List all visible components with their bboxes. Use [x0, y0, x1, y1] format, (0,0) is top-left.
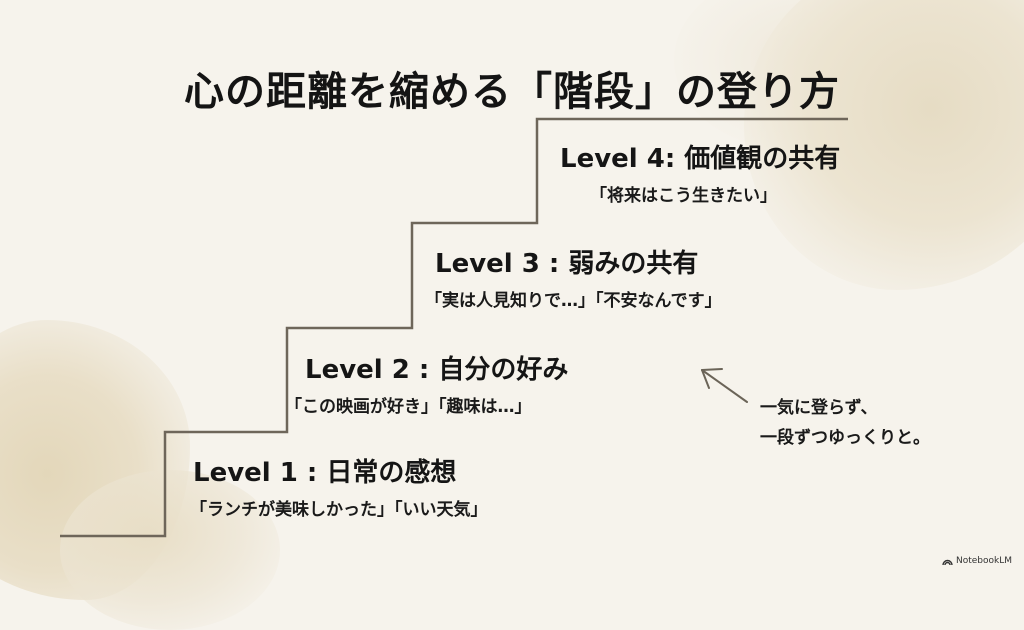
level-2-heading: Level 2 : 自分の好み [305, 355, 569, 385]
level-1-heading: Level 1 : 日常の感想 [193, 458, 457, 488]
notebooklm-logo-icon [942, 559, 953, 565]
advice-note: 一気に登らず、 一段ずつゆっくりと。 [760, 393, 930, 453]
notebooklm-branding: NotebookLM [942, 556, 1012, 566]
page-title: 心の距離を縮める「階段」の登り方 [184, 67, 840, 115]
arrow-up-left-icon [701, 368, 748, 403]
advice-note-line-2: 一段ずつゆっくりと。 [760, 428, 930, 448]
level-2-examples: 「この映画が好き」「趣味は…」 [285, 397, 532, 417]
advice-note-line-1: 一気に登らず、 [760, 398, 878, 418]
level-2-block: Level 2 : 自分の好み 「この映画が好き」「趣味は…」 [285, 349, 569, 417]
level-3-heading: Level 3 : 弱みの共有 [435, 249, 699, 279]
branding-label: NotebookLM [955, 556, 1012, 566]
level-3-examples: 「実は人見知りで…」「不安なんです」 [425, 291, 722, 311]
level-4-block: Level 4: 価値観の共有 「将来はこう生きたい」 [560, 138, 840, 206]
level-3-block: Level 3 : 弱みの共有 「実は人見知りで…」「不安なんです」 [425, 243, 722, 311]
level-1-examples: 「ランチが美味しかった」「いい天気」 [190, 500, 488, 520]
level-4-examples: 「将来はこう生きたい」 [590, 186, 777, 206]
level-1-block: Level 1 : 日常の感想 「ランチが美味しかった」「いい天気」 [190, 452, 488, 520]
staircase-diagram [60, 117, 848, 538]
level-4-heading: Level 4: 価値観の共有 [560, 144, 841, 174]
